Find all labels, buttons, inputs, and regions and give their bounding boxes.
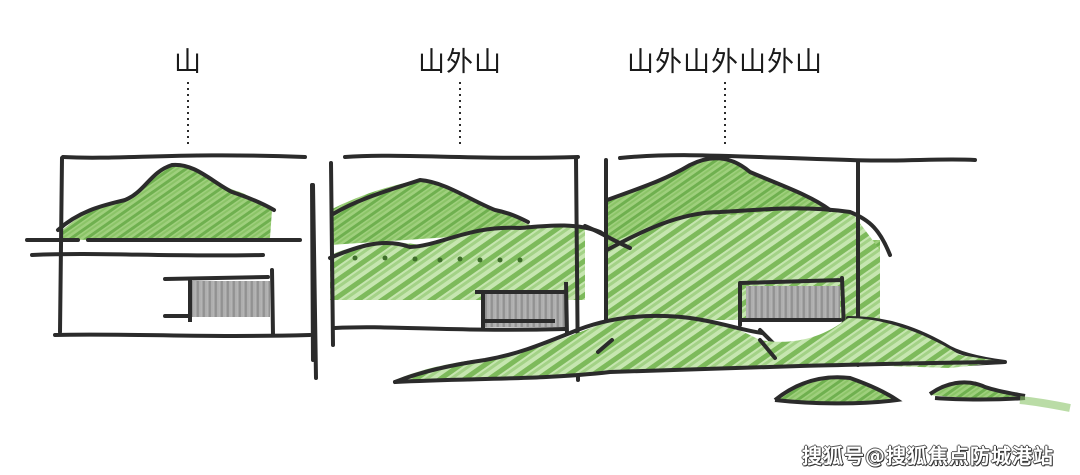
panel-1 (25, 153, 315, 362)
dotted-ridge (352, 255, 523, 263)
foreground (393, 313, 1071, 412)
building-block (190, 281, 270, 317)
mountain-fill (60, 165, 272, 240)
rock-1-fill (778, 378, 895, 404)
rock-2-fill (930, 383, 1025, 399)
ground-fill (395, 314, 1005, 382)
building-block (746, 286, 840, 318)
panel-1-label: 山 (174, 47, 202, 78)
watermark: 搜狐号@搜狐焦点防城港站 (802, 444, 1054, 468)
panel-3 (583, 153, 1006, 374)
panel-3-label: 山外山外山外山 (627, 47, 823, 78)
leader-lines (187, 82, 726, 148)
panel-2-label: 山外山 (418, 47, 502, 78)
